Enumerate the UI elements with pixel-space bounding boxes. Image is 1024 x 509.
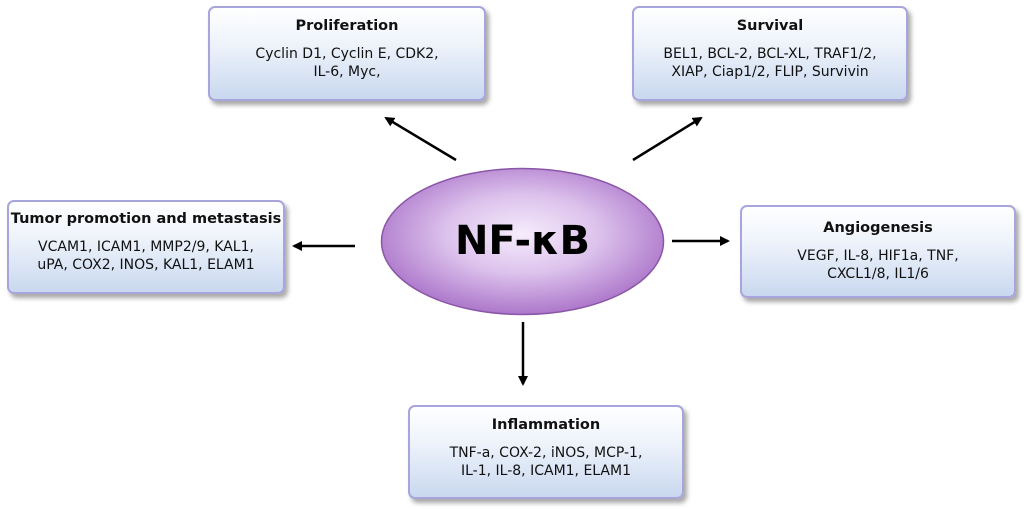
proliferation-title: Proliferation: [295, 18, 399, 34]
angiogenesis-line-2: CXCL1/8, IL1/6: [827, 266, 929, 282]
arrow-to-proliferation: [384, 116, 457, 162]
tumor-promotion-line-2: uPA, COX2, INOS, KAL1, ELAM1: [37, 257, 255, 273]
inflammation-line-2: IL-1, IL-8, ICAM1, ELAM1: [461, 463, 631, 479]
survival-title: Survival: [736, 18, 804, 34]
proliferation-line-1: Cyclin D1, Cyclin E, CDK2,: [255, 46, 439, 62]
angiogenesis-title: Angiogenesis: [823, 220, 933, 236]
tumor-promotion-title: Tumor promotion and metastasis: [10, 211, 282, 227]
proliferation-line-2: IL-6, Myc,: [313, 64, 381, 80]
survival-line-2: XIAP, Ciap1/2, FLIP, Survivin: [671, 64, 869, 80]
angiogenesis-box: Angiogenesis VEGF, IL-8, HIF1a, TNF, CXC…: [740, 205, 1016, 298]
inflammation-line-1: TNF-a, COX-2, iNOS, MCP-1,: [449, 445, 643, 461]
arrow-to-survival: [632, 116, 703, 162]
survival-box: Survival BEL1, BCL-2, BCL-XL, TRAF1/2, X…: [632, 6, 908, 101]
survival-line-1: BEL1, BCL-2, BCL-XL, TRAF1/2,: [663, 46, 877, 62]
inflammation-box: Inflammation TNF-a, COX-2, iNOS, MCP-1, …: [408, 405, 684, 499]
nf-kb-label: NF-κB: [454, 218, 591, 264]
nf-kb-ellipse: [380, 167, 665, 316]
tumor-promotion-line-1: VCAM1, ICAM1, MMP2/9, KAL1,: [38, 239, 254, 255]
proliferation-box: Proliferation Cyclin D1, Cyclin E, CDK2,…: [208, 6, 486, 101]
angiogenesis-line-1: VEGF, IL-8, HIF1a, TNF,: [797, 248, 959, 264]
inflammation-title: Inflammation: [491, 417, 601, 433]
tumor-promotion-box: Tumor promotion and metastasis VCAM1, IC…: [7, 200, 285, 294]
